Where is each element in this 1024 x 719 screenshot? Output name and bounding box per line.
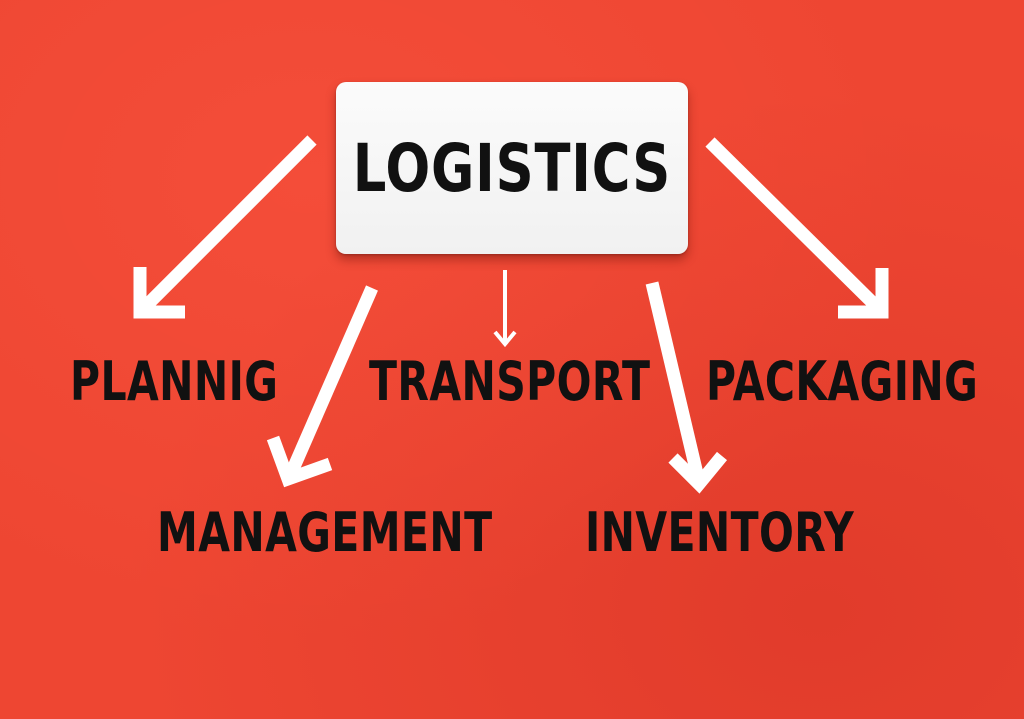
arrow-to-management [266, 285, 378, 488]
arrow-to-planning [133, 135, 317, 319]
center-card: LOGISTICS [336, 82, 688, 254]
node-transport: TRANSPORT [369, 350, 651, 413]
node-inventory: INVENTORY [585, 501, 855, 564]
center-label: LOGISTICS [352, 129, 672, 207]
node-planning: PLANNIG [70, 350, 279, 413]
node-management: MANAGEMENT [157, 501, 493, 564]
arrow-to-inventory [645, 281, 728, 494]
arrow-to-packaging [705, 137, 889, 319]
node-packaging: PACKAGING [706, 350, 979, 413]
arrow-to-transport [493, 270, 517, 348]
